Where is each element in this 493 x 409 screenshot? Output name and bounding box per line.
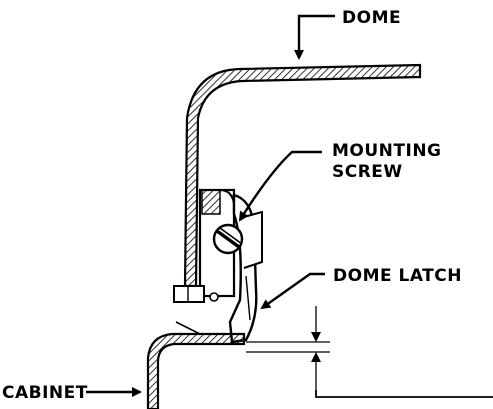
mounting-screw-label-line2: SCREW (332, 162, 403, 182)
dome-leader (294, 14, 335, 60)
mounting-screw (212, 223, 244, 255)
dome-latch-label: DOME LATCH (333, 266, 462, 286)
mounting-screw-leader (238, 150, 322, 222)
dome-latch-body (228, 193, 263, 344)
mounting-screw-label-line1: MOUNTING (332, 141, 442, 161)
clearance-dimension (246, 306, 493, 398)
latch-pin (173, 285, 219, 303)
dome-label: DOME (342, 8, 401, 28)
cabinet-wall (146, 321, 246, 409)
dome-panel (183, 63, 422, 288)
cabinet-label: CABINET (2, 383, 88, 403)
dome-latch-leader (260, 272, 325, 310)
